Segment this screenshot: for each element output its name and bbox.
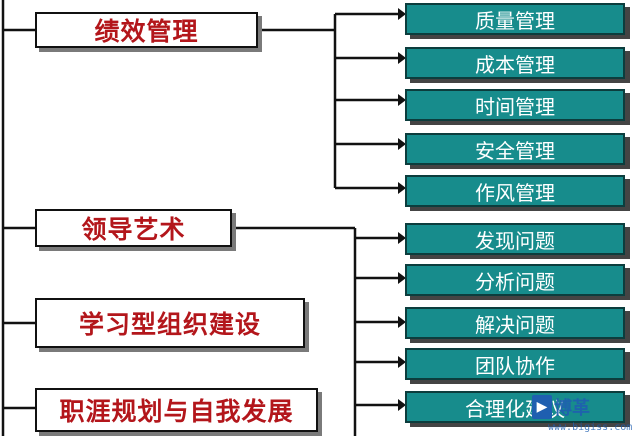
watermark-logo-text: 博革 — [554, 398, 590, 419]
category-box-leadership: 领导艺术 — [35, 209, 232, 247]
item-label: 作风管理 — [475, 180, 555, 205]
item-box-cost: 成本管理 — [405, 47, 625, 79]
item-box-analyze-problem: 分析问题 — [405, 264, 625, 296]
item-label: 发现问题 — [475, 228, 555, 253]
watermark-badge-icon: ▶ — [532, 395, 552, 419]
item-box-safety: 安全管理 — [405, 133, 625, 165]
category-box-career: 职涯规划与自我发展 — [35, 388, 318, 432]
item-box-solve-problem: 解决问题 — [405, 307, 625, 339]
watermark-logo: ▶ 博革 — [532, 392, 606, 422]
item-label: 解决问题 — [475, 312, 555, 337]
item-box-time: 时间管理 — [405, 89, 625, 121]
item-box-quality: 质量管理 — [405, 3, 625, 35]
item-label: 质量管理 — [475, 8, 555, 33]
watermark-url: www.bigiss.com — [548, 422, 633, 433]
category-label: 领导艺术 — [81, 215, 186, 244]
item-box-suggestion: 合理化建议 — [405, 391, 625, 423]
item-box-work-style: 作风管理 — [405, 175, 625, 207]
item-label: 团队协作 — [475, 353, 555, 378]
category-box-performance: 绩效管理 — [35, 12, 258, 48]
category-label: 绩效管理 — [94, 17, 199, 46]
item-label: 成本管理 — [475, 52, 555, 77]
item-label: 安全管理 — [475, 138, 555, 163]
item-box-find-problem: 发现问题 — [405, 223, 625, 255]
item-label: 时间管理 — [475, 94, 555, 119]
item-box-teamwork: 团队协作 — [405, 348, 625, 380]
item-label: 分析问题 — [475, 269, 555, 294]
category-label: 学习型组织建设 — [78, 310, 261, 339]
category-label: 职涯规划与自我发展 — [59, 397, 294, 426]
category-box-learning-org: 学习型组织建设 — [35, 298, 305, 348]
